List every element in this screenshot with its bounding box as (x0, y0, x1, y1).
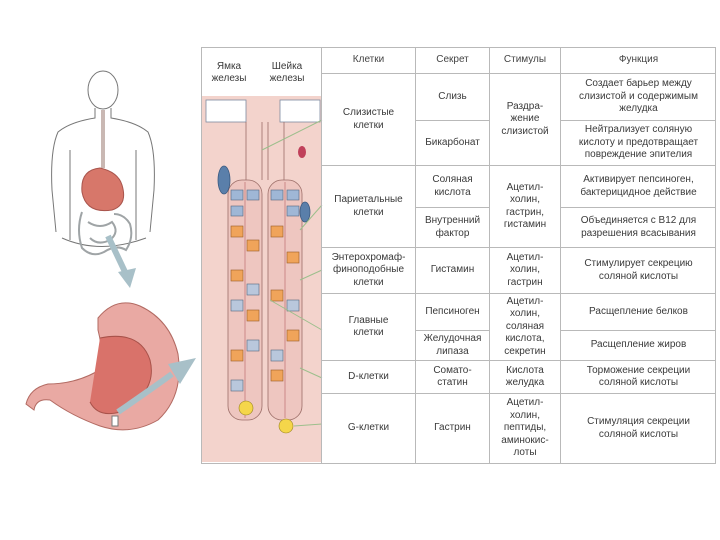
secret-gastric-lipase: Желудочная липаза (416, 331, 489, 360)
header-function: Функция (561, 48, 716, 73)
header-secret: Секрет (416, 48, 489, 73)
function-barrier: Создает барьер между слизистой и содержи… (561, 74, 716, 120)
stimuli-parietal: Ацетил- холин, гастрин, гистамин (490, 166, 560, 247)
stimuli-mucous: Раздра- жение слизистой (490, 74, 560, 165)
secret-intrinsic-factor: Внутренний фактор (416, 208, 489, 247)
stimuli-chief: Ацетил- холин, соляная кислота, секретин (490, 294, 560, 360)
function-fat-digestion: Расщепление жиров (561, 331, 716, 360)
function-activate-pepsinogen: Активирует пепсиноген, бактерицидное дей… (561, 166, 716, 207)
cell-type-parietal: Париетальные клетки (322, 166, 415, 247)
secret-mucus: Слизь (416, 74, 489, 120)
stimuli-d: Кислота желудка (490, 361, 560, 393)
cell-type-d: D-клетки (322, 361, 415, 393)
secret-gastrin: Гастрин (416, 394, 489, 463)
function-b12: Объединяется с В12 для разрешения всасыв… (561, 208, 716, 247)
function-protein-digestion: Расщепление белков (561, 294, 716, 330)
function-inhibit-acid: Торможение секреции соляной кислоты (561, 361, 716, 393)
stimuli-g: Ацетил- холин, пептиды, аминокис- лоты (490, 394, 560, 463)
label-gland-neck: Шейка железы (264, 61, 310, 85)
secret-bicarbonate: Бикарбонат (416, 121, 489, 165)
header-cells: Клетки (322, 48, 415, 73)
function-stimulate-acid: Стимулирует секрецию соляной кислоты (561, 248, 716, 293)
cell-type-ecl: Энтерохромаф- финоподобные клетки (322, 248, 415, 293)
function-neutralize: Нейтрализует соляную кислоту и предотвра… (561, 121, 716, 165)
secret-pepsinogen: Пепсиноген (416, 294, 489, 330)
secret-histamine: Гистамин (416, 248, 489, 293)
secret-somatostatin: Сомато- статин (416, 361, 489, 393)
capillary (298, 146, 306, 158)
secret-hcl: Соляная кислота (416, 166, 489, 207)
header-stimuli: Стимулы (490, 48, 560, 73)
cell-type-chief: Главные клетки (322, 294, 415, 360)
stimuli-ecl: Ацетил- холин, гастрин (490, 248, 560, 293)
cell-type-g: G-клетки (322, 394, 415, 463)
label-gland-pit: Ямка железы (206, 61, 252, 85)
cell-type-mucous: Слизистые клетки (322, 74, 415, 165)
function-gastrin-stimulation: Стимуляция секреции соляной кислоты (561, 394, 716, 463)
